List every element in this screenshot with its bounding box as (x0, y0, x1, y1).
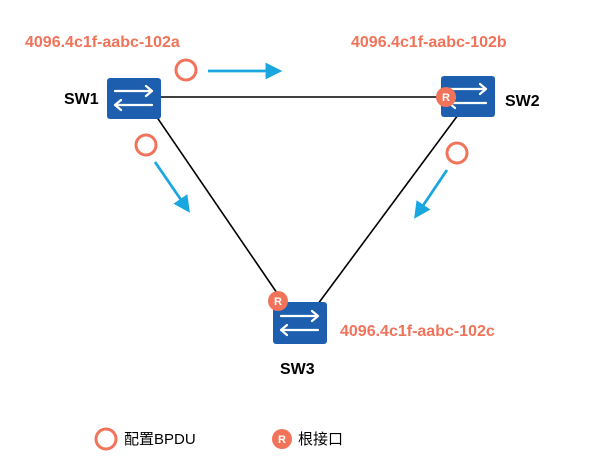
link-sw1-sw3 (151, 109, 291, 313)
sw1-label: SW1 (64, 91, 99, 108)
sw2-switch (441, 76, 495, 117)
link-sw2-sw3 (311, 114, 459, 313)
root-port-icon: R (272, 429, 292, 449)
sw2-label: SW2 (505, 93, 540, 110)
root-port-icon: R (436, 87, 456, 107)
sw3-bridge-id: 4096.4c1f-aabc-102c (340, 323, 495, 340)
legend-root-port-label: 根接口 (298, 431, 343, 448)
arrow-icon (153, 161, 190, 213)
arrow-icon (414, 169, 449, 219)
bpdu-circle-icon (174, 58, 198, 82)
bpdu-circle-icon (134, 133, 158, 157)
svg-text:R: R (274, 296, 282, 308)
legend-bpdu-label: 配置BPDU (124, 431, 196, 448)
root-port-icon: R (268, 291, 288, 311)
bpdu-circle-icon (94, 427, 118, 451)
sw3-switch (273, 302, 327, 344)
sw3-label: SW3 (280, 361, 315, 378)
sw1-bridge-id: 4096.4c1f-aabc-102a (25, 34, 180, 51)
bpdu-circle-icon (445, 141, 469, 165)
sw1-switch (107, 78, 161, 119)
svg-text:R: R (278, 434, 286, 446)
switch-icon (107, 78, 161, 119)
svg-text:R: R (442, 92, 450, 104)
sw2-bridge-id: 4096.4c1f-aabc-102b (351, 34, 507, 51)
legend: 配置BPDU R 根接口 (94, 427, 343, 451)
